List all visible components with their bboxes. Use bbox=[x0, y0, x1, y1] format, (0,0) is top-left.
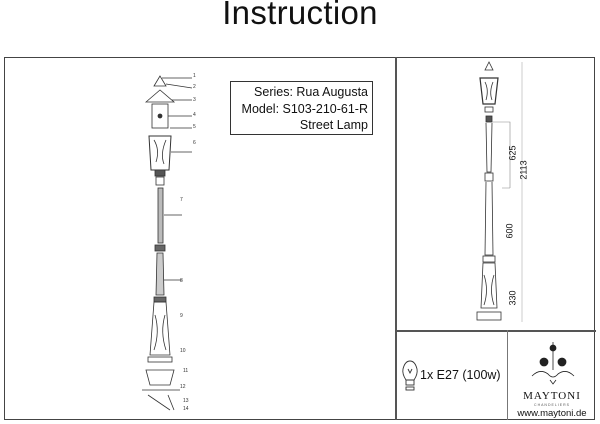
part-label: 11 bbox=[183, 368, 189, 374]
product-info-box: Series: Rua Augusta Model: S103-210-61-R… bbox=[230, 81, 373, 135]
dimension-upper: 625 bbox=[507, 145, 518, 161]
part-label: 2 bbox=[193, 84, 196, 90]
series-text: Series: Rua Augusta bbox=[254, 85, 368, 99]
part-label: 4 bbox=[193, 112, 196, 118]
part-label: 10 bbox=[180, 348, 186, 354]
part-label: 5 bbox=[193, 124, 196, 130]
part-label: 6 bbox=[193, 140, 196, 146]
brand-tagline: CHANDELIERS bbox=[534, 403, 570, 407]
type-text: Street Lamp bbox=[299, 118, 368, 132]
divider bbox=[507, 330, 508, 420]
brand-url[interactable]: www.maytoni.de bbox=[517, 408, 587, 419]
light-bulb-icon bbox=[402, 360, 418, 391]
dimensioned-lamp-drawing bbox=[476, 61, 523, 322]
bulb-spec: 1x E27 (100w) bbox=[420, 368, 501, 382]
dimension-base: 330 bbox=[507, 290, 518, 306]
part-label: 7 bbox=[180, 197, 183, 203]
brand-name: MAYTONI bbox=[523, 390, 581, 402]
part-label: 1 bbox=[193, 73, 196, 79]
maytoni-logo-icon bbox=[531, 342, 575, 385]
part-label: 12 bbox=[180, 384, 186, 390]
dimension-middle: 600 bbox=[504, 223, 515, 239]
part-label: 9 bbox=[180, 313, 183, 319]
model-text: Model: S103-210-61-R bbox=[241, 101, 368, 116]
part-label: 14 bbox=[183, 406, 189, 412]
part-label: 13 bbox=[183, 398, 189, 404]
page-title: Instruction bbox=[222, 0, 378, 31]
dimension-total: 2113 bbox=[518, 160, 529, 180]
divider bbox=[395, 57, 397, 420]
exploded-lamp-drawing bbox=[142, 75, 193, 411]
divider bbox=[395, 330, 596, 332]
part-label: 8 bbox=[180, 278, 183, 284]
part-label: 3 bbox=[193, 97, 196, 103]
drawing-frame bbox=[4, 57, 595, 420]
